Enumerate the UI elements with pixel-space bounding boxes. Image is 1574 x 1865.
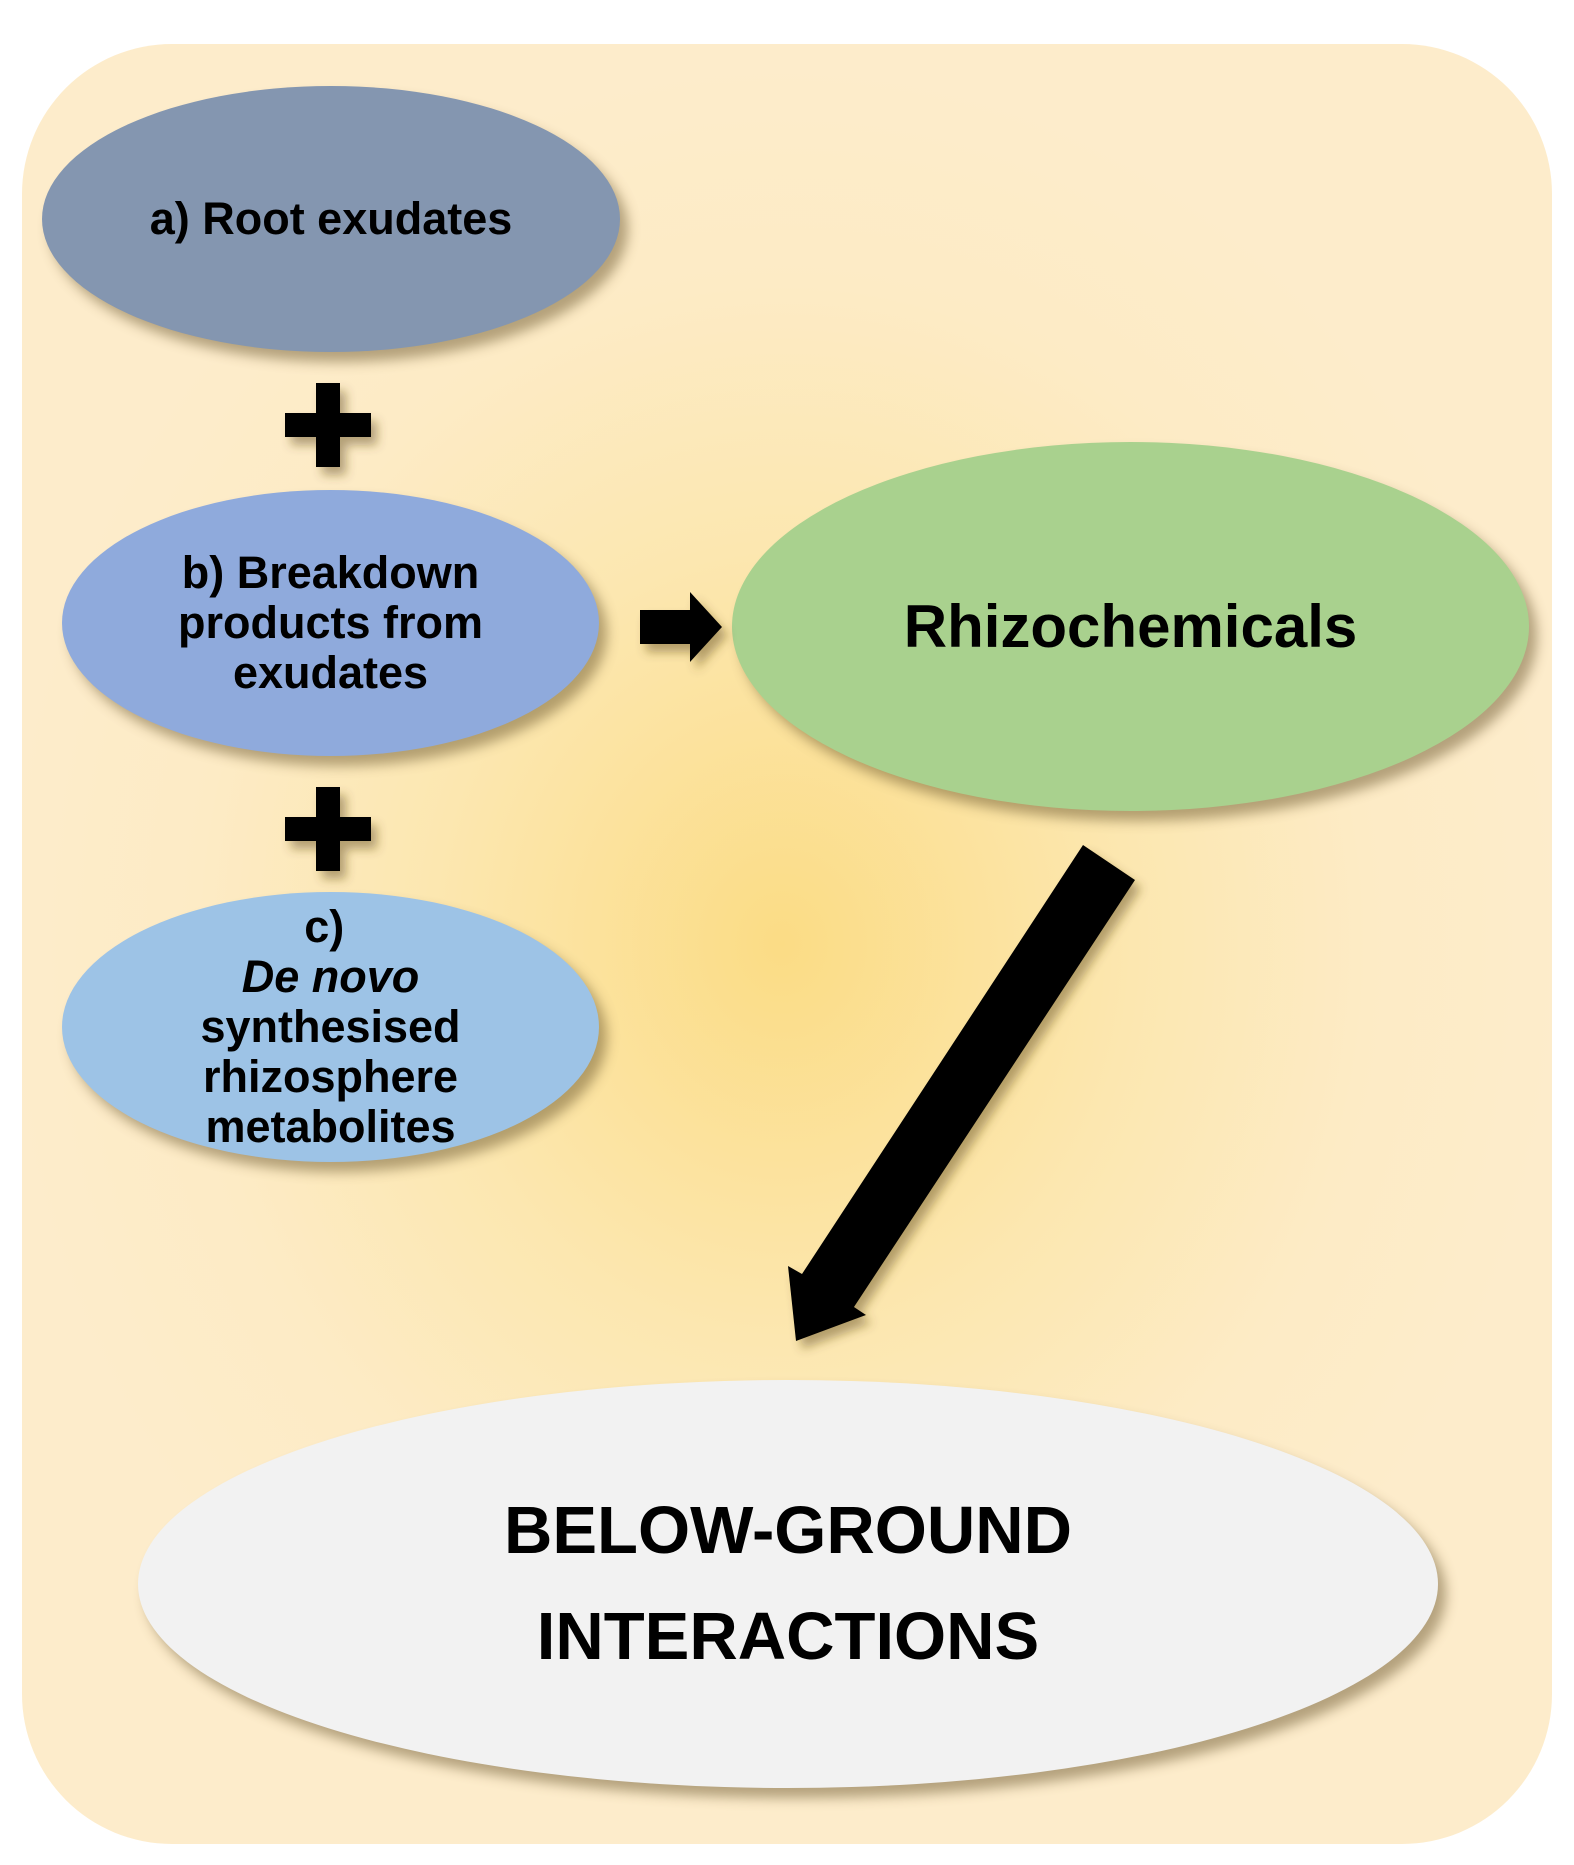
de-novo-line-2: synthesised: [200, 1001, 461, 1052]
de-novo-line-1: c) De novo: [242, 902, 420, 1002]
rhizochemicals-node: Rhizochemicals: [732, 442, 1529, 811]
de-novo-line-4: metabolites: [205, 1101, 456, 1152]
root-exudates-node: a) Root exudates: [42, 86, 620, 352]
de-novo-prefix: c): [304, 901, 357, 952]
de-novo-italic-term: De novo: [241, 951, 420, 1002]
de-novo-metabolites-node: c) De novo synthesised rhizosphere metab…: [62, 892, 599, 1162]
breakdown-products-node: b) Breakdown products from exudates: [62, 490, 599, 756]
below-ground-line-2: INTERACTIONS: [536, 1599, 1040, 1674]
below-ground-interactions-node: BELOW-GROUND INTERACTIONS: [138, 1380, 1438, 1788]
root-exudates-label: a) Root exudates: [149, 193, 513, 244]
breakdown-line-3: exudates: [232, 647, 429, 698]
rhizochemicals-label: Rhizochemicals: [903, 593, 1358, 660]
breakdown-line-1: b) Breakdown: [181, 547, 480, 598]
breakdown-line-2: products from: [177, 597, 483, 648]
below-ground-line-1: BELOW-GROUND: [503, 1493, 1073, 1568]
de-novo-line-3: rhizosphere: [202, 1051, 459, 1102]
